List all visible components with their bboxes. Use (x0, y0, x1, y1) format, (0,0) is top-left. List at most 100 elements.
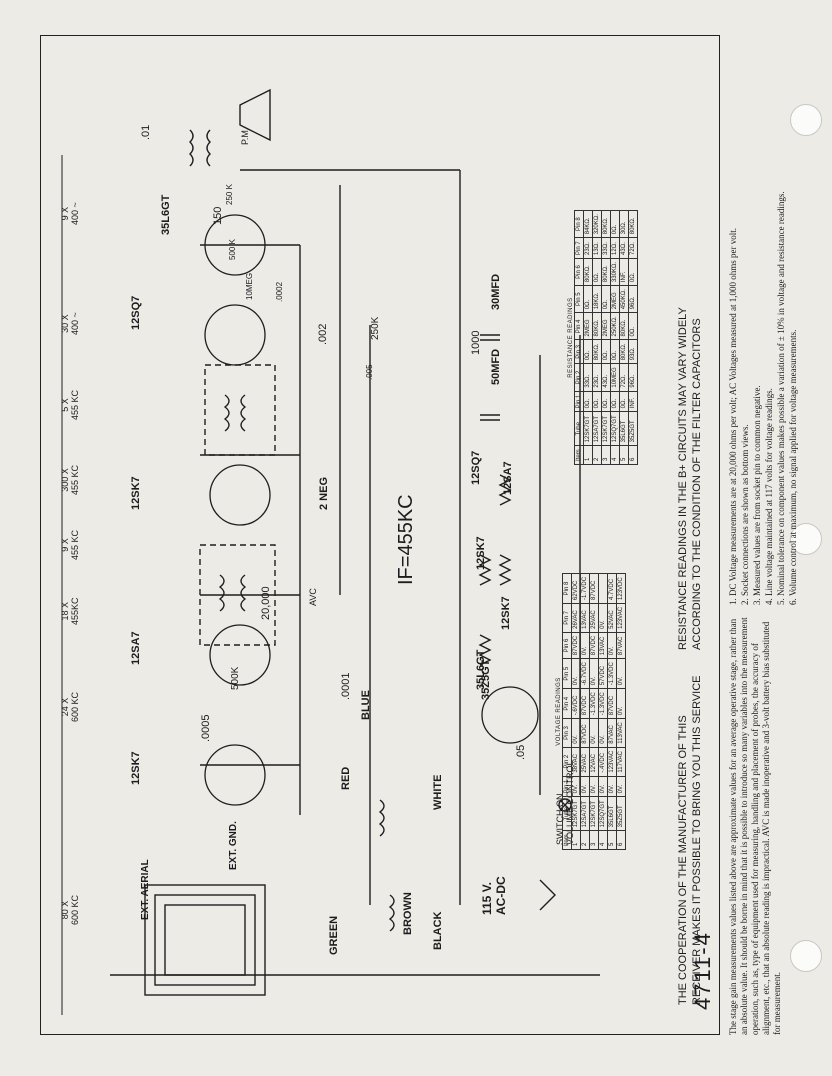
resistance-table-cell: INF. (619, 258, 629, 286)
voltage-table-cell: 13VAC (598, 632, 608, 659)
resistance-table-cell: 23Ω. (592, 363, 602, 392)
resistance-table-cell: 2MEG (601, 312, 611, 340)
voltage-table-cell: 0V. (607, 776, 617, 797)
resistance-table-cell: 0Ω. (628, 312, 638, 340)
resistance-header-cell: Pin 6 (574, 258, 584, 286)
voltage-table-cell: 87VDC (571, 632, 581, 659)
tube-label-4: 12SQ7 (130, 295, 142, 330)
coop-line-2: RECEIVER MAKES IT POSSIBLE TO BRING YOU … (691, 675, 703, 1006)
stage-gain-6: 5 X 455 KC (60, 390, 80, 420)
cooperation-banner: THE COOPERATION OF THE MANUFACTURER OF T… (676, 676, 704, 1006)
voltage-table-cell: -.6VDC (571, 688, 581, 719)
resistance-table-cell: 80KΩ. (583, 258, 593, 286)
stage-gain-3-value: 18 X (60, 601, 70, 621)
res-2neg: 2 NEG (318, 476, 330, 510)
voltage-table-cell: 0V. (598, 603, 608, 633)
measurement-note-4: 4. Line voltage maintained at 117 volts … (764, 388, 774, 605)
voltage-table-cell: 123VAC (616, 603, 626, 633)
voltage-table-cell: 0V. (616, 776, 626, 797)
resistance-table-cell: 0Ω. (583, 391, 593, 412)
resistance-table-cell: 33Ω. (601, 237, 611, 259)
stage-gain-note-text: The stage gain measurements values liste… (728, 617, 782, 1035)
resistance-table-cell: 43Ω. (601, 363, 611, 392)
voltage-header-cell: Pin 4 (562, 688, 572, 719)
resistance-header-cell: Pin 2 (574, 363, 584, 392)
resistance-table-cell: 12SA7GT (592, 411, 602, 446)
voltage-table-cell (598, 573, 608, 604)
stage-gain-2-freq: 600 KC (70, 691, 80, 722)
resistance-table-cell: 80KΩ. (619, 339, 629, 364)
resistance-table-cell: 12SK7GT (601, 411, 611, 446)
voltage-table-cell: 57VDC (598, 658, 608, 689)
resistance-header-cell: Pin 5 (574, 285, 584, 313)
stage-gain-6-freq: 455 KC (70, 389, 80, 420)
coop-line-1: THE COOPERATION OF THE MANUFACTURER OF T… (677, 715, 689, 1005)
cap-005: .005 (365, 364, 374, 380)
res-250k: 250K (370, 316, 381, 340)
resistance-table-cell: 12Ω. (610, 237, 620, 259)
resistance-table-cell: 6 (628, 445, 638, 465)
stage-gain-notes: The stage gain measurements values liste… (728, 615, 784, 1035)
resistance-table-cell: 10MEG (610, 363, 620, 392)
resistance-table-cell: 0Ω. (583, 339, 593, 364)
stage-gain-8: 9 X 400 ~ (60, 202, 80, 225)
wire-green-label: GREEN (328, 915, 340, 955)
voltage-table-cell: 12VAC (589, 747, 599, 777)
voltage-table-cell: 87VAC (607, 718, 617, 748)
wire-black-label: BLACK (432, 911, 444, 951)
resistance-table-cell: 80KΩ. (592, 312, 602, 340)
voltage-table-cell: -1.3VDC (598, 688, 608, 719)
voltage-table-cell: 0V. (580, 776, 590, 797)
voltage-table-cell: 0V. (598, 776, 608, 797)
stage-gain-5: 300 X 455 KC (60, 465, 80, 495)
resistance-table-cell: 80KΩ. (601, 210, 611, 238)
stage-gain-4: 9 X 455 KC (60, 530, 80, 560)
resistance-table-cell: 2 (592, 445, 602, 465)
resistance-table-cell: 80KΩ. (601, 258, 611, 286)
resistance-table-cell: 3 (601, 445, 611, 465)
resistance-table-cell: 250KΩ. (610, 312, 620, 340)
resistance-table-cell: 2MEG (583, 312, 593, 340)
voltage-table-cell: 0V. (616, 688, 626, 719)
stage-gain-2: 24 X 600 KC (60, 692, 80, 722)
wire-brown-label: BROWN (402, 892, 414, 935)
voltage-table-cell: -1.3VDC (607, 658, 617, 689)
binder-hole-top (790, 104, 822, 136)
measurement-note-2: 2. Socket connections are shown as botto… (740, 424, 750, 605)
voltage-table-cell: 2 (580, 830, 590, 850)
res-1000: 1000 (470, 330, 482, 355)
voltage-table-cell: 25VAC (589, 603, 599, 633)
cap-0002: .0002 (275, 281, 284, 302)
schematic-frame (40, 35, 720, 1035)
bplus-line-1: RESISTANCE READINGS IN THE B+ CIRCUITS M… (677, 307, 689, 650)
resistance-table-cell: 96Ω. (628, 285, 638, 313)
voltage-header-cell: Pin 8 (562, 573, 572, 604)
voltage-table-cell: -1.7VDC (580, 573, 590, 604)
cap-30mfd: 30MFD (490, 273, 502, 310)
tube-label-1: 12SK7 (130, 751, 142, 785)
voltage-table-cell: 0V. (580, 632, 590, 659)
cap-0001: .0001 (340, 672, 352, 700)
wire-blue-label: BLUE (360, 690, 372, 720)
resistance-table-cell: 93Ω. (628, 339, 638, 364)
cap-002: .002 (317, 323, 329, 345)
voltage-table-cell: 87VDC (580, 688, 590, 719)
heater-12sk7-a: 12SK7 (500, 596, 512, 630)
tube-label-3: 12SK7 (130, 476, 142, 510)
voltage-table-cell: 123VDC (616, 573, 626, 604)
voltage-table-cell: 26VAC (571, 603, 581, 633)
circuit-diagram (61, 88, 600, 1015)
res-500k-b: 500 K (228, 239, 237, 260)
resistance-table-cell: 72Ω. (619, 363, 629, 392)
voltage-table-cell: 113VAC (616, 718, 626, 748)
resistance-table-cell: 1 (583, 445, 593, 465)
stage-gain-3: 18 X 455KC (60, 597, 80, 625)
